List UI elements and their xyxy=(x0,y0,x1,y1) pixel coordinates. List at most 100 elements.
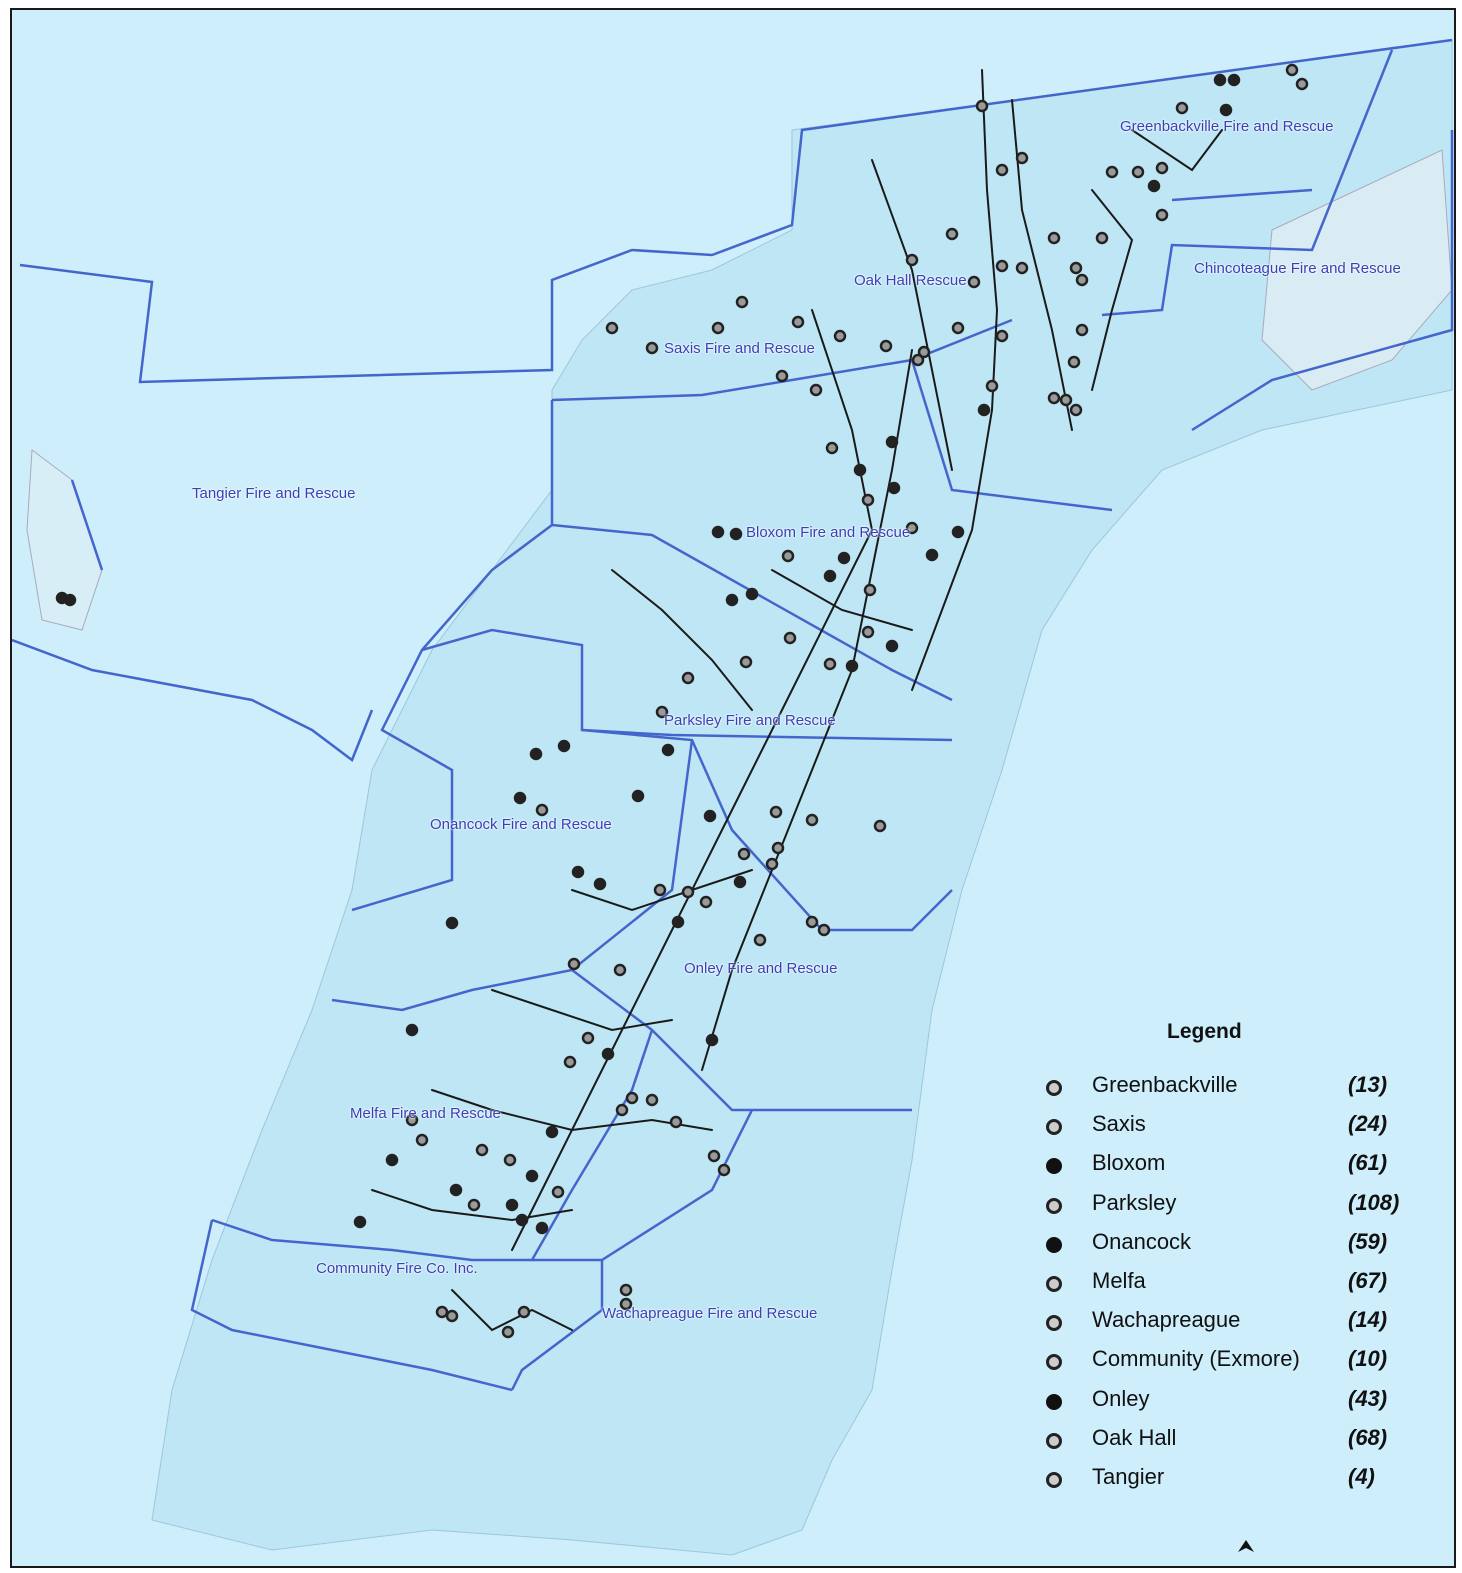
incident-marker xyxy=(885,435,899,449)
incident-marker xyxy=(405,1113,419,1127)
label-oak-hall: Oak Hall Rescue xyxy=(854,272,967,289)
incident-marker xyxy=(619,1283,633,1297)
incident-marker xyxy=(905,521,919,535)
incident-marker xyxy=(571,865,585,879)
legend-item-count: (59) xyxy=(1348,1228,1388,1254)
incident-marker xyxy=(581,1031,595,1045)
incident-marker xyxy=(535,1221,549,1235)
legend-item: Melfa (67) xyxy=(1032,1268,1412,1304)
incident-marker xyxy=(863,583,877,597)
incident-marker xyxy=(977,403,991,417)
incident-marker xyxy=(405,1023,419,1037)
legend-item-name: Greenbackville xyxy=(1092,1072,1238,1097)
incident-marker xyxy=(63,593,77,607)
incident-marker xyxy=(879,339,893,353)
incident-marker xyxy=(833,329,847,343)
incident-marker xyxy=(613,963,627,977)
incident-marker xyxy=(1095,231,1109,245)
incident-marker xyxy=(699,895,713,909)
legend-item: Greenbackville (13) xyxy=(1032,1072,1412,1108)
label-onancock: Onancock Fire and Rescue xyxy=(430,816,612,833)
incident-marker xyxy=(567,957,581,971)
incident-marker xyxy=(887,481,901,495)
legend-item-name: Onley xyxy=(1092,1385,1150,1411)
legend-marker-icon xyxy=(1046,1393,1062,1410)
incident-marker xyxy=(653,883,667,897)
label-onley: Onley Fire and Rescue xyxy=(684,960,838,977)
legend-item: Onancock(59) xyxy=(1032,1229,1412,1265)
incident-marker xyxy=(415,1133,429,1147)
legend-title: Legend xyxy=(1167,1020,1242,1043)
incident-marker xyxy=(985,379,999,393)
incident-marker xyxy=(445,916,459,930)
label-parksley: Parksley Fire and Rescue xyxy=(664,712,836,729)
road-line xyxy=(911,69,999,691)
legend-item-count: (68) xyxy=(1348,1424,1388,1450)
incident-marker xyxy=(817,923,831,937)
legend-item-name: Bloxom xyxy=(1092,1150,1166,1176)
incident-marker xyxy=(995,329,1009,343)
legend-item: Oak Hall(68) xyxy=(1032,1425,1412,1461)
incident-marker xyxy=(711,321,725,335)
incident-marker xyxy=(735,295,749,309)
map-canvas[interactable] xyxy=(12,10,1456,1568)
incident-marker xyxy=(945,227,959,241)
incident-marker xyxy=(707,1149,721,1163)
incident-marker xyxy=(905,253,919,267)
incident-marker xyxy=(517,1305,531,1319)
incident-marker xyxy=(739,655,753,669)
incident-marker xyxy=(631,789,645,803)
incident-marker xyxy=(1219,103,1233,117)
incident-marker xyxy=(1059,393,1073,407)
legend-item-name: Melfa xyxy=(1092,1268,1146,1293)
incident-marker xyxy=(885,639,899,653)
legend-marker-icon xyxy=(1046,1354,1062,1371)
incident-marker xyxy=(1295,77,1309,91)
label-wachapreague: Wachapreague Fire and Rescue xyxy=(602,1305,818,1322)
incident-marker xyxy=(809,383,823,397)
incident-marker xyxy=(385,1153,399,1167)
incident-marker xyxy=(655,705,669,719)
incident-marker xyxy=(353,1215,367,1229)
incident-marker xyxy=(775,369,789,383)
legend-item-count: (61) xyxy=(1348,1150,1388,1176)
incident-marker xyxy=(1147,179,1161,193)
incident-marker xyxy=(745,587,759,601)
incident-marker xyxy=(615,1103,629,1117)
road-line xyxy=(771,569,913,631)
incident-marker xyxy=(1067,355,1081,369)
legend-marker-icon xyxy=(1046,1236,1062,1253)
incident-marker xyxy=(1047,231,1061,245)
incident-marker xyxy=(1047,391,1061,405)
incident-marker xyxy=(705,1033,719,1047)
incident-marker xyxy=(619,1297,633,1311)
incident-marker xyxy=(783,631,797,645)
legend-marker-icon xyxy=(1046,1472,1062,1488)
legend-marker-icon xyxy=(1046,1158,1062,1175)
legend-item-name: Community (Exmore) xyxy=(1092,1346,1300,1372)
incident-marker xyxy=(1285,63,1299,77)
incident-marker xyxy=(1069,403,1083,417)
incident-marker xyxy=(791,315,805,329)
label-greenbackville: Greenbackville Fire and Rescue xyxy=(1120,118,1334,135)
incident-marker xyxy=(995,163,1009,177)
incident-marker xyxy=(729,527,743,541)
label-bloxom: Bloxom Fire and Rescue xyxy=(746,524,911,541)
incident-marker xyxy=(1075,273,1089,287)
incident-marker xyxy=(681,671,695,685)
incident-marker xyxy=(467,1198,481,1212)
incident-marker xyxy=(513,791,527,805)
label-melfa: Melfa Fire and Rescue xyxy=(350,1105,501,1122)
incident-marker xyxy=(625,1091,639,1105)
legend-item-name: Wachapreague xyxy=(1092,1307,1241,1333)
legend-item-count: (43) xyxy=(1348,1385,1388,1411)
incident-marker xyxy=(845,659,859,673)
legend-item-count: (13) xyxy=(1348,1072,1388,1097)
incident-marker xyxy=(1105,165,1119,179)
incident-marker xyxy=(529,747,543,761)
incident-marker xyxy=(873,819,887,833)
legend-item-count: (4) xyxy=(1348,1464,1375,1489)
incident-marker xyxy=(545,1125,559,1139)
legend-item-count: (67) xyxy=(1348,1268,1388,1293)
incident-marker xyxy=(475,1143,489,1157)
